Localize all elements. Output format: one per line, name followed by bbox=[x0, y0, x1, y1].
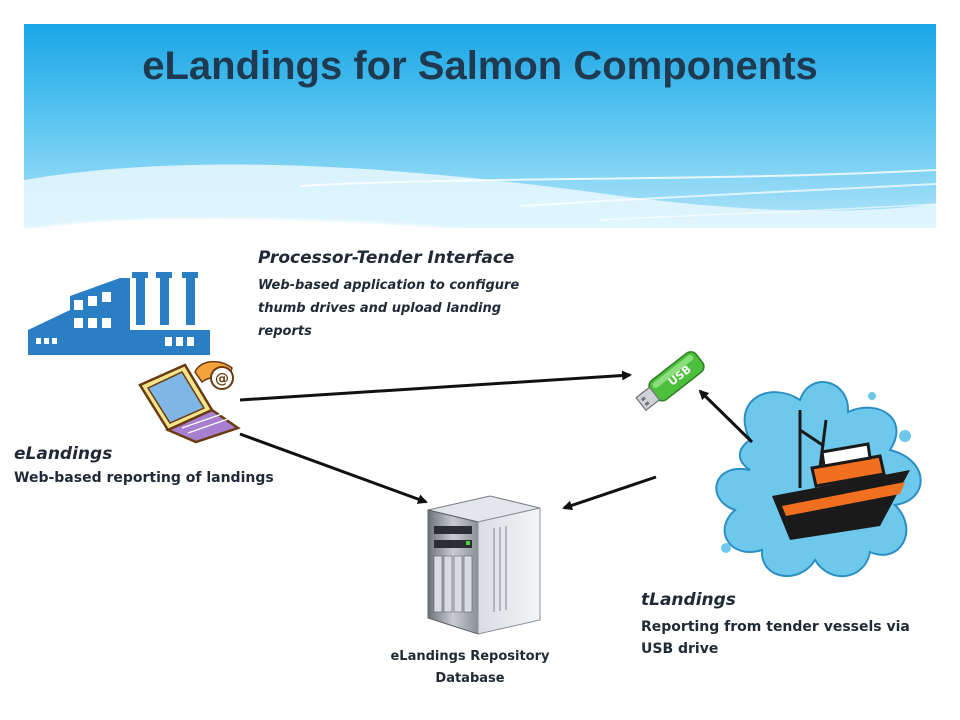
pti-title: Processor-Tender Interface bbox=[258, 248, 515, 268]
tender-ship-icon bbox=[715, 381, 922, 578]
elandings-label: eLandings Web-based reporting of landing… bbox=[14, 444, 314, 486]
usb-drive-icon: USB bbox=[635, 351, 705, 412]
tlandings-description: Reporting from tender vessels via USB dr… bbox=[641, 619, 910, 657]
slide-title: eLandings for Salmon Components bbox=[142, 44, 818, 88]
tlandings-title: tLandings bbox=[641, 590, 736, 610]
arrow-elandings-to-repository bbox=[239, 432, 428, 504]
elandings-title: eLandings bbox=[14, 444, 113, 464]
elandings-description: Web-based reporting of landings bbox=[14, 470, 274, 486]
factory-icon bbox=[28, 272, 210, 355]
tlandings-label: tLandings Reporting from tender vessels … bbox=[641, 590, 941, 660]
arrow-tlandings-to-repository bbox=[562, 475, 657, 511]
repository-line1: eLandings Repository bbox=[390, 649, 550, 664]
processor-tender-interface-label: Processor-Tender Interface Web-based app… bbox=[258, 248, 558, 343]
laptop-email-icon: @ bbox=[138, 360, 241, 444]
repository-line2: Database bbox=[435, 671, 505, 686]
pti-description: Web-based application to configure thumb… bbox=[258, 278, 520, 339]
server-icon bbox=[427, 495, 541, 635]
arrow-elandings-to-usb bbox=[239, 370, 632, 402]
svg-text:@: @ bbox=[215, 371, 229, 387]
repository-label: eLandings Repository Database bbox=[370, 646, 570, 690]
arrow-tlandings-to-usb bbox=[698, 389, 754, 444]
